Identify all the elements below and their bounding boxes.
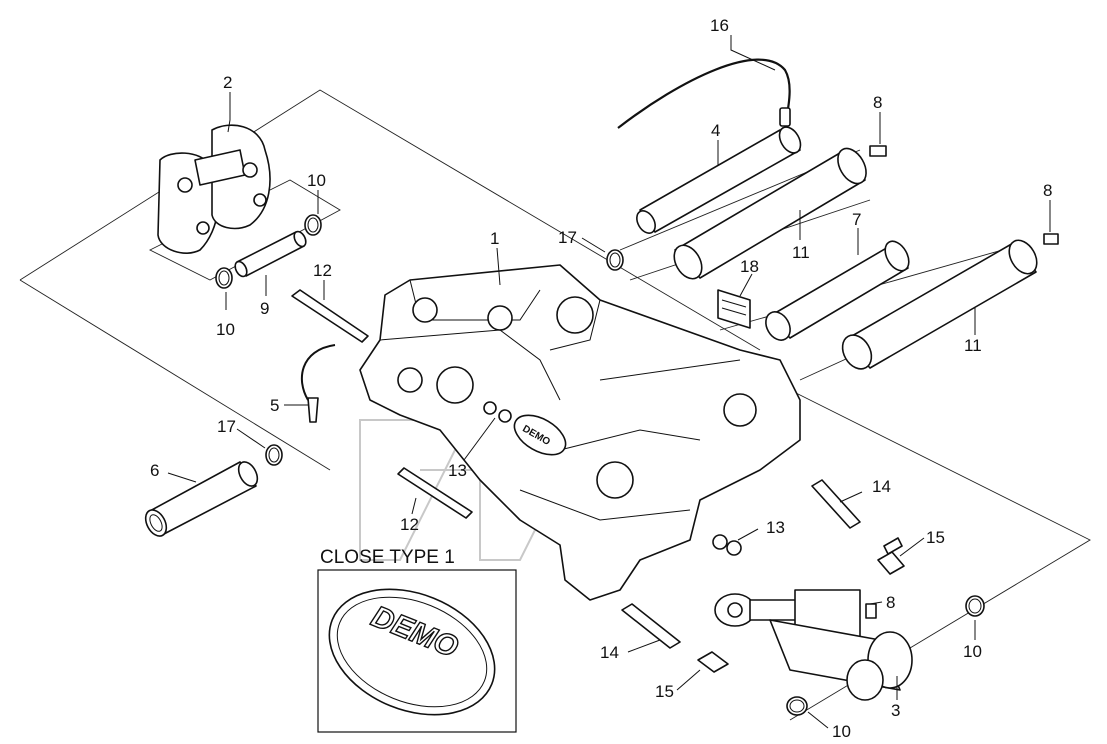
part-15-fitting-a bbox=[877, 537, 905, 575]
part-1-main-frame: DEMO bbox=[359, 264, 801, 601]
callout-8-a: 8 bbox=[873, 93, 882, 112]
callout-12-a: 12 bbox=[313, 261, 332, 280]
part-17-ring-a bbox=[606, 249, 624, 271]
callout-10-c: 10 bbox=[963, 642, 982, 661]
part-16-cable bbox=[617, 58, 791, 129]
part-4-pin-cylinder bbox=[636, 126, 802, 234]
callout-numbers: 16 2 8 4 8 10 1 17 11 7 12 18 10 9 11 5 … bbox=[150, 16, 1052, 741]
callout-10-a: 10 bbox=[307, 171, 326, 190]
callout-18: 18 bbox=[740, 257, 759, 276]
callout-1: 1 bbox=[490, 229, 499, 248]
part-10-ring-c bbox=[965, 595, 985, 617]
part-12-bolt-a bbox=[291, 289, 369, 343]
part-11-sleeve-lower bbox=[841, 239, 1038, 370]
part-15-fitting-b bbox=[697, 651, 729, 673]
callout-8-b: 8 bbox=[1043, 181, 1052, 200]
callout-7: 7 bbox=[852, 210, 861, 229]
callout-8-c: 8 bbox=[886, 593, 895, 612]
callout-2: 2 bbox=[223, 73, 232, 92]
callout-6: 6 bbox=[150, 461, 159, 480]
part-13-nuts-b bbox=[712, 534, 742, 556]
part-9-pin bbox=[234, 230, 307, 278]
callout-9: 9 bbox=[260, 299, 269, 318]
part-7-tube bbox=[765, 240, 910, 341]
part-8-grease-nipple-b bbox=[1043, 233, 1059, 245]
callout-13-a: 13 bbox=[448, 461, 467, 480]
part-10-ring-a bbox=[304, 214, 322, 236]
part-2-hook bbox=[157, 124, 271, 254]
part-12-bolt-b bbox=[397, 467, 473, 519]
callout-15-a: 15 bbox=[926, 528, 945, 547]
callout-3: 3 bbox=[891, 701, 900, 720]
inset-logo-oval bbox=[328, 588, 496, 716]
part-13-nuts-a bbox=[483, 401, 512, 423]
part-18-label-plate bbox=[717, 289, 751, 329]
callout-10-d: 10 bbox=[832, 722, 851, 741]
callout-11-a: 11 bbox=[792, 243, 810, 262]
callout-5: 5 bbox=[270, 396, 279, 415]
leader-lines bbox=[167, 35, 1051, 729]
callout-4: 4 bbox=[711, 121, 720, 140]
callout-16: 16 bbox=[710, 16, 729, 35]
callout-12-b: 12 bbox=[400, 515, 419, 534]
part-14-pin-a bbox=[811, 479, 861, 529]
part-10-ring-d bbox=[786, 696, 808, 716]
part-5-lanyard-pin bbox=[300, 344, 336, 423]
close-type-inset: CLOSE TYPE 1 DEMO bbox=[317, 547, 517, 733]
part-10-ring-b bbox=[215, 267, 233, 289]
part-8-grease-nipple-a bbox=[869, 145, 887, 157]
callout-14-b: 14 bbox=[600, 643, 619, 662]
callout-11-b: 11 bbox=[964, 336, 982, 355]
callout-17-a: 17 bbox=[558, 228, 577, 247]
part-6-pipe bbox=[144, 461, 259, 537]
callout-13-b: 13 bbox=[766, 518, 785, 537]
part-3-hydraulic-cylinder bbox=[714, 589, 913, 701]
callout-15-b: 15 bbox=[655, 682, 674, 701]
part-14-pin-b bbox=[621, 603, 681, 649]
callout-14-a: 14 bbox=[872, 477, 891, 496]
callout-17-b: 17 bbox=[217, 417, 236, 436]
inset-title: CLOSE TYPE 1 bbox=[320, 547, 455, 568]
callout-10-b: 10 bbox=[216, 320, 235, 339]
part-17-ring-b bbox=[265, 444, 283, 466]
part-11-sleeve-upper bbox=[673, 147, 867, 280]
